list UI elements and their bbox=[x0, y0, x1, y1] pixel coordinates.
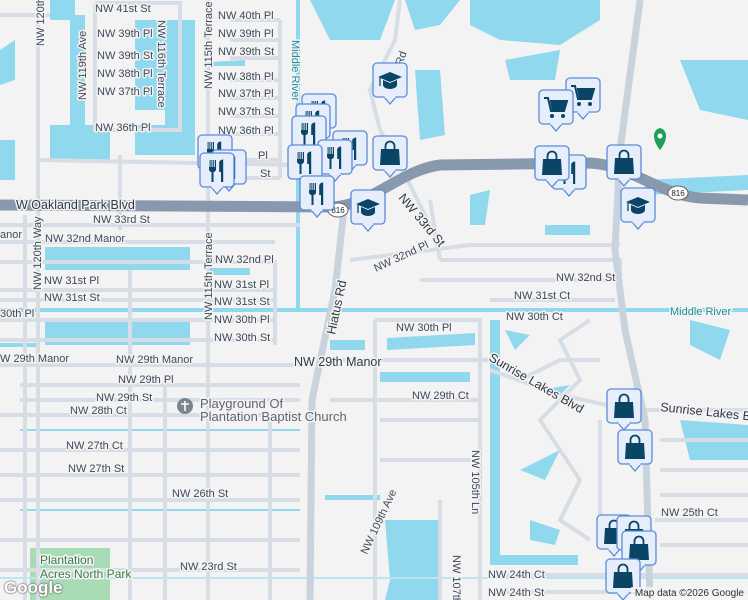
park-pin-icon bbox=[654, 128, 666, 150]
street-label: NW 31st Pl bbox=[214, 279, 269, 291]
street-label: NW 116th Terrace bbox=[155, 20, 167, 108]
street-label: NW 120th Ave bbox=[35, 0, 47, 46]
street-label: NW 29th Manor bbox=[294, 355, 382, 369]
street-label: NW 38th Pl bbox=[218, 71, 274, 83]
street-label: NW 39th St bbox=[218, 46, 274, 58]
google-logo: Google bbox=[4, 578, 63, 597]
street-label: NW 32nd St bbox=[556, 272, 615, 284]
street-label: NW 115th Terrace bbox=[203, 1, 215, 89]
street-label: NW 27th Ct bbox=[66, 440, 123, 452]
school-marker-icon[interactable] bbox=[373, 63, 407, 104]
street-label: W Oakland Park Blvd bbox=[16, 198, 135, 212]
street-label: NW 31st St bbox=[44, 292, 100, 304]
poi-label: Plantation Baptist Church bbox=[200, 409, 347, 424]
street-label: NW 28th Ct bbox=[70, 405, 127, 417]
restaurant-marker-icon[interactable] bbox=[318, 140, 352, 181]
street-label: NW 31st Pl bbox=[44, 275, 99, 287]
street-label: NW 115th Terrace bbox=[203, 232, 215, 320]
north-road bbox=[611, 0, 654, 600]
street-label: NW 32nd Manor bbox=[45, 233, 125, 245]
shopping-marker-icon[interactable] bbox=[607, 389, 641, 430]
street-label: NW 27th St bbox=[68, 463, 124, 475]
street-label: NW 29th Pl bbox=[118, 374, 174, 386]
street-label: NW 24th Ct bbox=[488, 569, 545, 581]
street-label: NW 36th Pl bbox=[218, 125, 274, 137]
street-label: anor bbox=[0, 229, 22, 241]
park-marker[interactable] bbox=[654, 128, 666, 150]
street-label: NW 107th bbox=[450, 555, 462, 600]
street-label: NW 105th Ln bbox=[469, 450, 481, 514]
street-label: NW 23rd St bbox=[180, 561, 237, 573]
water-label: Middle River bbox=[670, 306, 731, 318]
school-marker-icon[interactable] bbox=[351, 190, 385, 231]
street-label: NW 39th Pl bbox=[97, 28, 153, 40]
street-label: NW 29th St bbox=[96, 392, 152, 404]
street-label: NW 30th St bbox=[214, 332, 270, 344]
grocery-marker-icon[interactable] bbox=[539, 90, 573, 131]
shield-icon bbox=[667, 185, 689, 201]
street-label: NW 38th Pl bbox=[97, 68, 153, 80]
street-label: NW 40th Pl bbox=[218, 10, 274, 22]
street-label: NW 37th St bbox=[218, 106, 274, 118]
shield-label: 816 bbox=[331, 206, 345, 215]
poi-park[interactable]: Plantation Acres North Park bbox=[39, 552, 134, 583]
park-label: Acres North Park bbox=[40, 567, 132, 581]
street-label: St bbox=[260, 168, 270, 180]
water-label: Middle River bbox=[289, 40, 301, 101]
street-label: NW 32nd Pl bbox=[215, 254, 274, 266]
park-label: Plantation bbox=[40, 553, 93, 567]
school-marker-icon[interactable] bbox=[621, 188, 655, 229]
street-label: NW 29th Manor bbox=[116, 354, 193, 366]
street-label: NW 31st St bbox=[214, 296, 270, 308]
street-label: NW 39th Pl bbox=[218, 28, 274, 40]
street-label: NW 31st Ct bbox=[514, 290, 570, 302]
route-shield-816: 816 bbox=[667, 185, 689, 201]
street-label: NW 30th Pl bbox=[396, 322, 452, 334]
street-label: NW 41st St bbox=[95, 3, 151, 15]
hiatus-rd bbox=[306, 199, 349, 600]
map-attribution[interactable]: Map data ©2026 Google bbox=[630, 587, 748, 600]
street-label: NW 36th Pl bbox=[95, 122, 151, 134]
poi-church[interactable]: Playground Of Plantation Baptist Church bbox=[177, 395, 348, 426]
street-label: Sunrise Lakes B bbox=[660, 400, 748, 423]
street-label: NW 26th St bbox=[172, 488, 228, 500]
street-label: NW 24th St bbox=[488, 587, 544, 599]
street-label: NW 119th Ave bbox=[77, 31, 89, 100]
cross-icon bbox=[181, 401, 189, 411]
street-label: NW 30th Ct bbox=[506, 311, 563, 323]
street-label: NW 29th Ct bbox=[412, 390, 469, 402]
street-label: NW 33rd St bbox=[93, 214, 150, 226]
street-label: 30th Pl bbox=[0, 308, 34, 320]
park-pin-dot bbox=[657, 133, 663, 139]
street-label: NW 120th Way bbox=[32, 216, 44, 290]
poi-label: Playground Of bbox=[200, 396, 283, 411]
street-label: NW 39th St bbox=[97, 50, 153, 62]
street-label: NW 37th Pl bbox=[218, 88, 274, 100]
street-label: NW 37th Pl bbox=[97, 86, 153, 98]
street-label: NW 25th Ct bbox=[661, 507, 718, 519]
street-label: Pl bbox=[258, 150, 268, 162]
street-label: W 29th Manor bbox=[0, 353, 69, 365]
shield-label: 816 bbox=[671, 189, 685, 198]
street-label: NW 30th Pl bbox=[214, 314, 270, 326]
